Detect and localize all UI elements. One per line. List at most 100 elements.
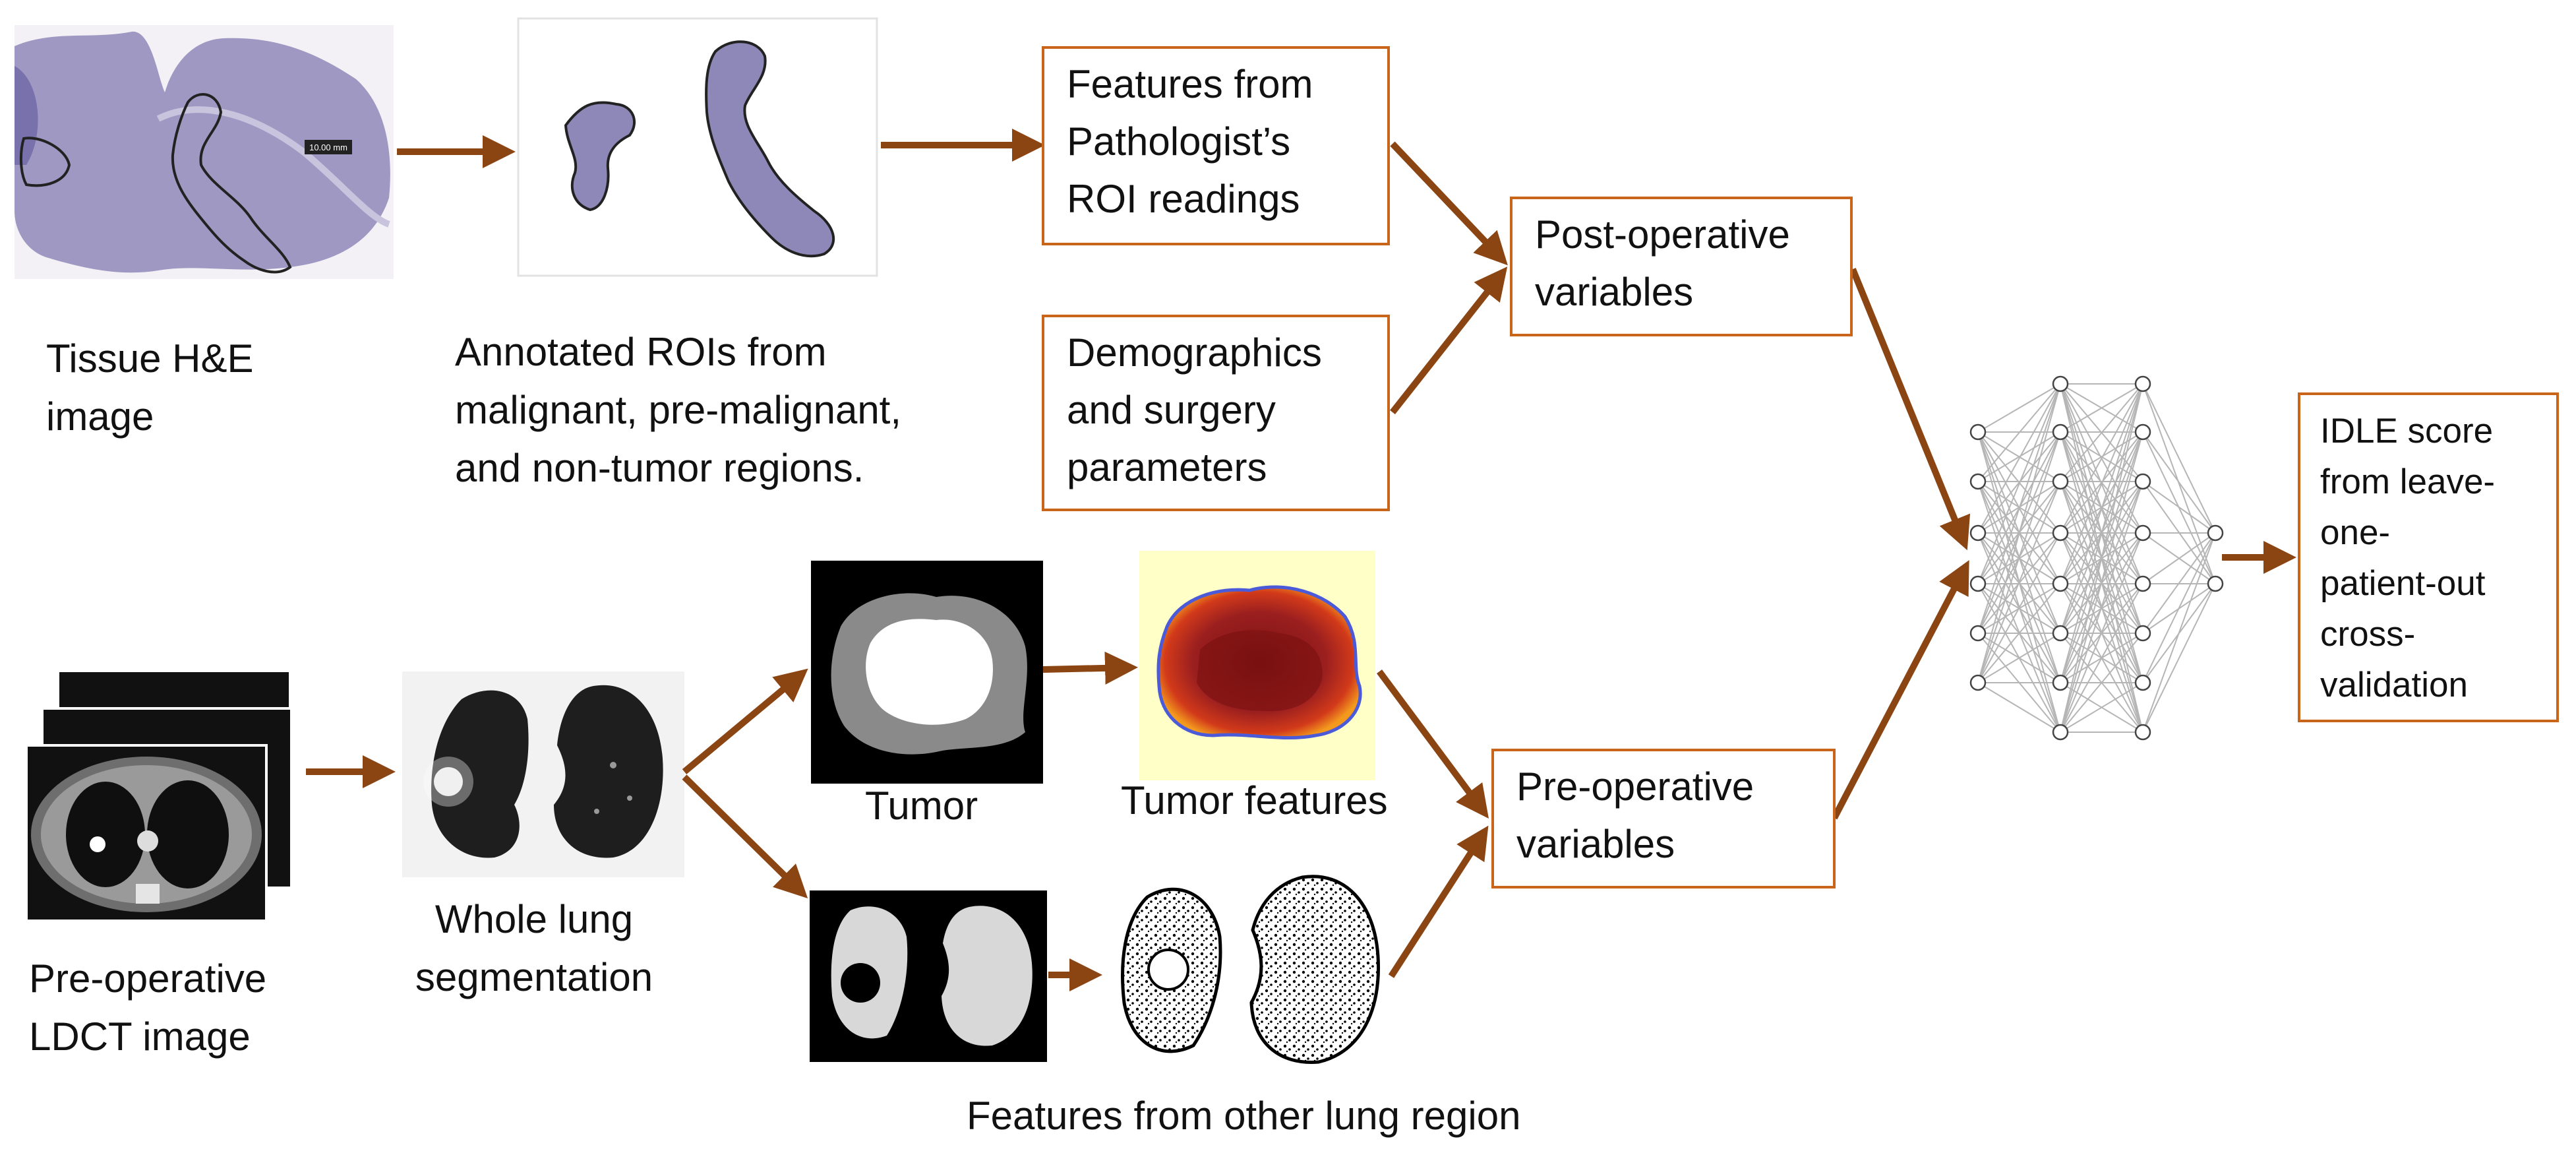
demographics-line-3: parameters (1067, 445, 1267, 489)
network-edge (1977, 431, 2061, 683)
network-edge (2142, 532, 2216, 634)
network-node (2207, 524, 2224, 542)
arrow-segmentation-to-tumor (682, 668, 808, 774)
network-edge (2060, 481, 2143, 733)
network-edge (2060, 633, 2143, 733)
network-edge (2060, 682, 2143, 733)
demographics-line-1: Demographics (1067, 330, 1322, 375)
arrow-preop-to-network (1831, 560, 1969, 820)
network-edge (1977, 583, 2061, 683)
flow-arrows (306, 129, 2296, 991)
network-node (2052, 375, 2069, 392)
other-lung-mask-image (810, 890, 1047, 1062)
ldct-label-line-2: LDCT image (29, 1014, 251, 1059)
network-node (2134, 575, 2151, 592)
rois-label-line-3: and non-tumor regions. (455, 446, 864, 490)
network-edge (1977, 383, 2061, 634)
preop-variables-box: Pre-operative variables (1491, 749, 1836, 888)
tumor-features-label-text: Tumor features (1121, 778, 1388, 823)
rois-label-line-2: malignant, pre-malignant, (455, 388, 902, 432)
network-node (2134, 375, 2151, 392)
network-edge (1977, 383, 2061, 482)
rois-label-line-1: Annotated ROIs from (455, 330, 827, 374)
pathologist-line-1: Features from (1067, 62, 1313, 106)
network-edge (2142, 383, 2216, 534)
idle-line-3: one- (2320, 513, 2391, 552)
network-node (1969, 473, 1987, 490)
lung-seg-label-line-2: segmentation (415, 955, 653, 999)
other-lung-features-image (1121, 875, 1381, 1064)
network-edge (1977, 682, 2061, 733)
ldct-label-line-1: Pre-operative (29, 956, 267, 1001)
network-edge (1977, 431, 2061, 482)
network-edge (2142, 532, 2216, 584)
idle-line-4: patient-out (2320, 564, 2486, 603)
tumor-mask-image (811, 561, 1043, 784)
network-edge (2060, 383, 2143, 584)
other-lung-features-label: Features from other lung region (967, 1087, 1520, 1145)
demographics-box: Demographics and surgery parameters (1042, 315, 1390, 511)
network-edge (2060, 532, 2143, 733)
network-node (2207, 575, 2224, 592)
tumor-label: Tumor (865, 777, 978, 835)
lung-segmentation-label: Whole lung segmentation (396, 890, 673, 1007)
idle-line-5: cross- (2320, 615, 2416, 654)
demographics-line-2: and surgery (1067, 388, 1276, 432)
network-edge (1977, 633, 2061, 683)
network-edge (2142, 481, 2216, 534)
network-edge (1977, 481, 2061, 683)
tissue-label-line-1: Tissue H&E (46, 336, 254, 381)
arrow-postop-to-network (1849, 268, 1971, 551)
lung-seg-label-line-1: Whole lung (434, 897, 634, 941)
preop-line-1: Pre-operative (1516, 764, 1754, 809)
tissue-he-image: 10.00 mm (15, 25, 394, 279)
pathologist-line-2: Pathologist’s (1067, 119, 1291, 164)
network-node (1969, 524, 1987, 542)
network-edge (2060, 431, 2143, 733)
arrow-demographics-to-postop (1390, 266, 1508, 415)
postop-variables-box: Post-operative variables (1510, 197, 1853, 336)
arrow-segmentation-to-other-lung (682, 774, 808, 899)
scale-bar-label: 10.00 mm (309, 142, 347, 152)
ldct-image-label: Pre-operative LDCT image (29, 950, 266, 1066)
whole-lung-segmentation-image (402, 671, 684, 877)
tumor-label-text: Tumor (865, 784, 978, 828)
network-node (2134, 674, 2151, 691)
network-edge (2060, 583, 2143, 733)
tumor-features-image (1139, 551, 1375, 780)
tumor-features-label: Tumor features (1121, 772, 1388, 830)
arrow-tumor-features-to-preop (1376, 670, 1489, 819)
network-node (1969, 674, 1987, 691)
tissue-label-line-2: image (46, 394, 154, 439)
network-node (2134, 724, 2151, 741)
network-node (2052, 674, 2069, 691)
network-edge (2142, 383, 2216, 584)
network-node (1969, 575, 1987, 592)
idle-line-1: IDLE score (2320, 412, 2494, 451)
network-edge (2142, 532, 2216, 683)
network-node (2052, 575, 2069, 592)
network-edge (1977, 383, 2061, 584)
network-edge (2060, 383, 2143, 534)
network-node (2134, 524, 2151, 542)
tissue-image-label: Tissue H&E image (46, 330, 254, 446)
network-node (2134, 473, 2151, 490)
neural-network-image (1969, 375, 2224, 741)
network-edge (1977, 383, 2061, 683)
network-edge (2060, 383, 2143, 634)
idle-line-6: validation (2320, 666, 2468, 704)
network-edge (2060, 383, 2143, 733)
pathologist-line-3: ROI readings (1067, 177, 1300, 221)
network-edge (2060, 383, 2143, 433)
rois-label: Annotated ROIs from malignant, pre-malig… (455, 323, 901, 497)
network-edge (1977, 383, 2061, 534)
idle-score-box: IDLE score from leave- one- patient-out … (2298, 392, 2559, 722)
postop-line-2: variables (1535, 270, 1694, 314)
network-node (2134, 423, 2151, 441)
network-edge (2060, 383, 2143, 683)
network-node (1969, 423, 1987, 441)
ldct-image-stack (25, 670, 293, 921)
pathologist-features-box: Features from Pathologist’s ROI readings (1042, 46, 1390, 245)
annotated-rois-image (517, 17, 878, 277)
preop-line-2: variables (1516, 822, 1675, 866)
